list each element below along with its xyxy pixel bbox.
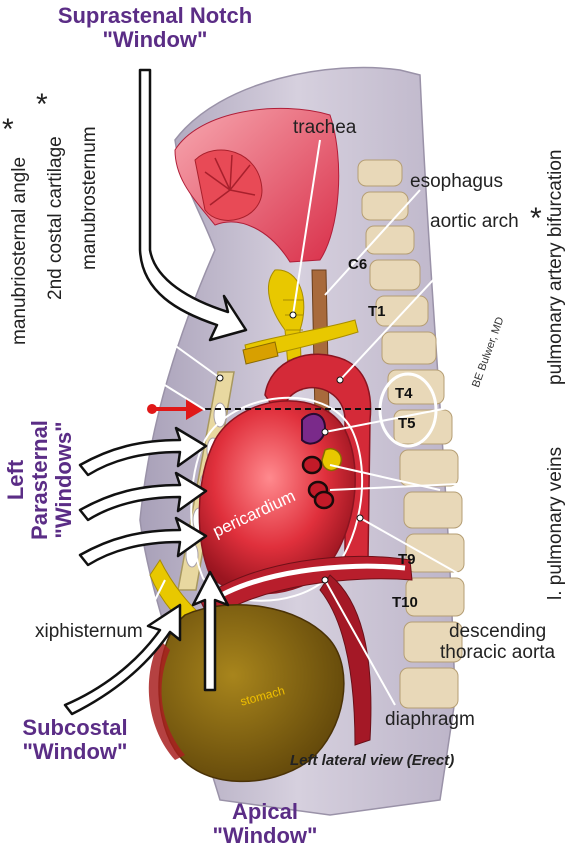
label-xiphisternum: xiphisternum [35, 622, 143, 643]
descending-aorta-line2: thoracic aorta [440, 643, 555, 664]
label-manubrosternum: manubrosternum [80, 126, 101, 270]
label-trachea: trachea [293, 118, 356, 139]
label-esophagus: esophagus [410, 172, 503, 193]
label-manubriosternal-angle: manubriosternal angle [10, 157, 31, 345]
label-costal-cartilage: 2nd costal cartilage [46, 136, 67, 300]
label-diaphragm: diaphragm [385, 710, 475, 731]
view-caption: Left lateral view (Erect) [290, 753, 454, 770]
vertebra-t9: T9 [398, 552, 416, 569]
vertebra-t10: T10 [392, 595, 418, 612]
label-pulmonary-artery-bifurcation: pulmonary artery bifurcation [546, 150, 567, 386]
vertebra-t1: T1 [368, 304, 386, 321]
parasternal-window-line2: Parasternal [28, 360, 52, 600]
parasternal-window-line1: Left [4, 360, 28, 600]
descending-aorta-line1: descending [440, 622, 555, 643]
subcostal-window-title: Subcostal "Window" [0, 716, 150, 764]
apical-window-line1: Apical [190, 800, 340, 824]
parasternal-window-title: Left Parasternal "Windows" [4, 360, 77, 600]
label-descending-aorta: descending thoracic aorta [440, 622, 555, 664]
apical-window-title: Apical "Window" [190, 800, 340, 848]
suprasternal-window-line2: "Window" [35, 28, 275, 52]
parasternal-window-line3: "Windows" [52, 360, 76, 600]
costal-cartilage-asterisk: * [36, 90, 48, 120]
apical-window-line2: "Window" [190, 824, 340, 848]
label-pulmonary-veins: l. pulmonary veins [546, 447, 567, 600]
vertebra-t4: T4 [395, 386, 413, 403]
subcostal-window-line1: Subcostal [0, 716, 150, 740]
subcostal-window-line2: "Window" [0, 740, 150, 764]
suprasternal-window-line1: Suprastenal Notch [35, 4, 275, 28]
suprasternal-window-title: Suprastenal Notch "Window" [35, 4, 275, 52]
pulmonary-artery [302, 414, 325, 444]
label-aortic-arch: aortic arch [430, 212, 519, 233]
aortic-arch-asterisk: * [530, 204, 542, 234]
vertebra-t5: T5 [398, 416, 416, 433]
manubriosternal-asterisk: * [2, 115, 14, 145]
vertebra-c6: C6 [348, 257, 367, 274]
